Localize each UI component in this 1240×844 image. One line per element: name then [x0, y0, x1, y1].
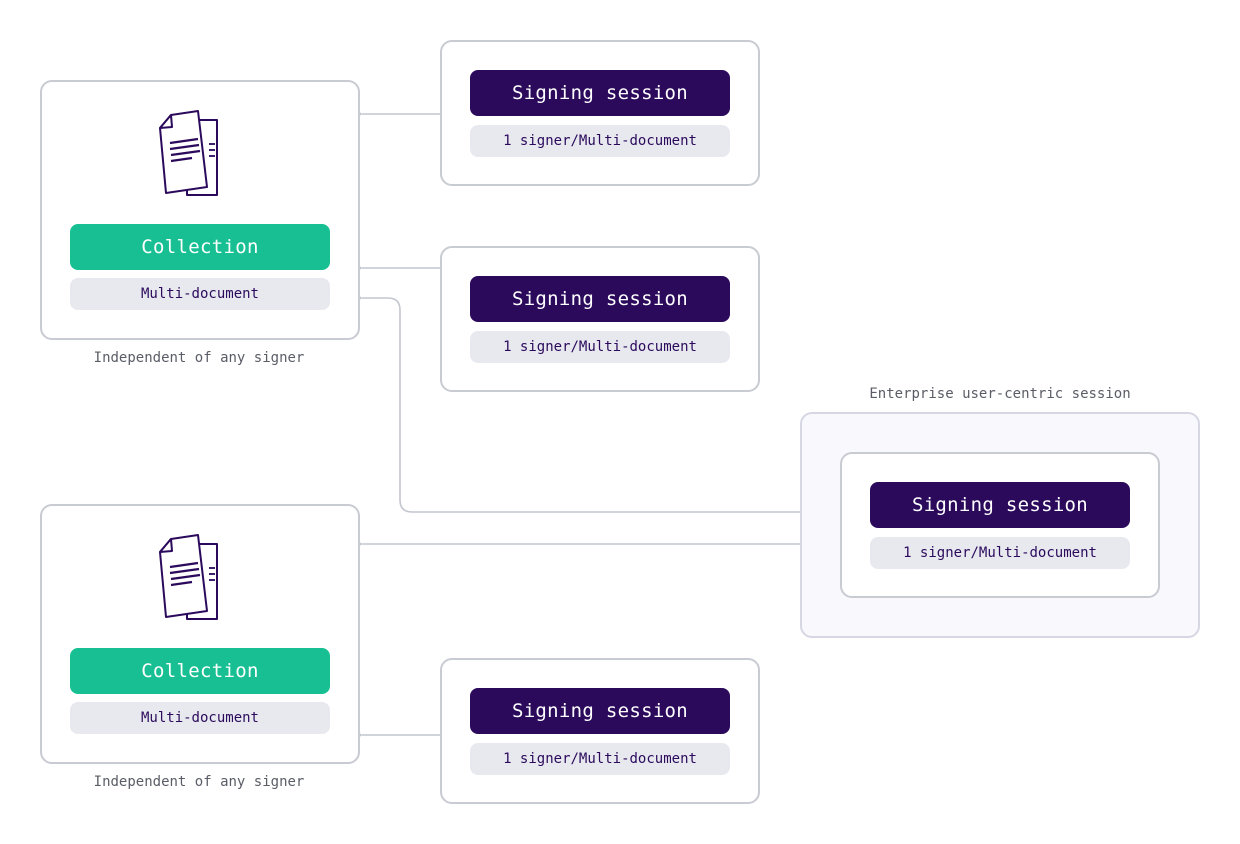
collection-title: Collection: [70, 224, 330, 270]
signing-session-title: Signing session: [470, 688, 730, 734]
collection-title: Collection: [70, 648, 330, 694]
document-stack-icon: [159, 534, 218, 620]
collection-caption: Independent of any signer: [93, 774, 305, 790]
collection-card: Collection Multi-document: [40, 504, 360, 764]
signing-session-subtitle: 1 signer/Multi-document: [470, 125, 730, 157]
signing-session-card: Signing session 1 signer/Multi-document: [440, 40, 760, 186]
enterprise-session-group: Signing session 1 signer/Multi-document: [800, 412, 1200, 638]
signing-session-card: Signing session 1 signer/Multi-document: [840, 452, 1160, 598]
enterprise-group-label: Enterprise user-centric session: [869, 386, 1131, 402]
signing-session-card: Signing session 1 signer/Multi-document: [440, 658, 760, 804]
signing-session-title: Signing session: [870, 482, 1130, 528]
signing-session-title: Signing session: [470, 276, 730, 322]
signing-session-subtitle: 1 signer/Multi-document: [470, 331, 730, 363]
signing-session-subtitle: 1 signer/Multi-document: [870, 537, 1130, 569]
collection-card: Collection Multi-document: [40, 80, 360, 340]
signing-session-card: Signing session 1 signer/Multi-document: [440, 246, 760, 392]
signing-session-title: Signing session: [470, 70, 730, 116]
collection-subtitle: Multi-document: [70, 278, 330, 310]
collection-subtitle: Multi-document: [70, 702, 330, 734]
signing-session-subtitle: 1 signer/Multi-document: [470, 743, 730, 775]
collection-caption: Independent of any signer: [93, 350, 305, 366]
document-stack-icon: [159, 110, 218, 196]
